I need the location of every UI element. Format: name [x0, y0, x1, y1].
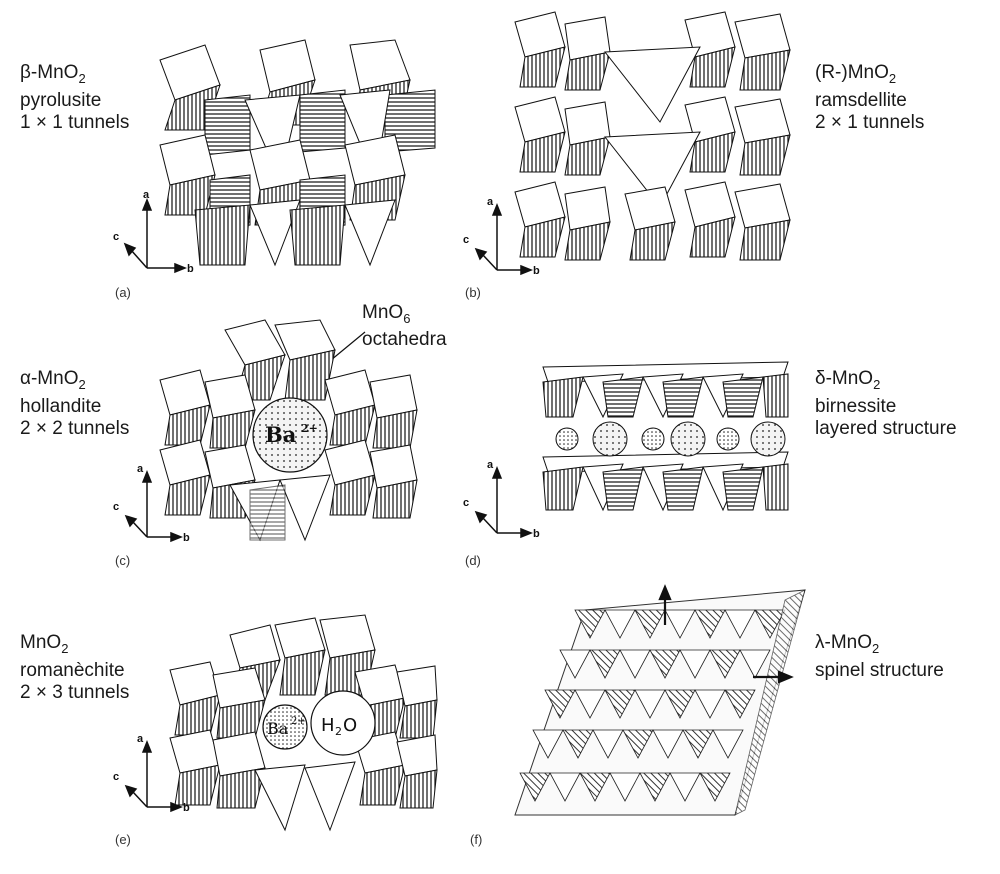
romanechite-structure: Ba 2+ H 2 O	[169, 614, 438, 832]
panel-e-mineral: romanèchite	[20, 659, 125, 681]
svg-text:a: a	[143, 189, 150, 201]
svg-text:a: a	[137, 463, 144, 475]
pyrolusite-structure	[159, 39, 436, 267]
svg-text:b: b	[533, 265, 540, 277]
svg-text:c: c	[113, 501, 119, 513]
panel-b-letter: (b)	[465, 285, 481, 300]
panel-d-mineral: birnessite	[815, 395, 897, 417]
panel-d-caption: δ-MnO2 birnessite layered structure	[815, 368, 957, 440]
panel-a-name: β-MnO2	[20, 62, 86, 86]
panel-a-mineral: pyrolusite	[20, 89, 102, 111]
panel-e-name: MnO2	[20, 632, 69, 656]
panel-d-letter: (d)	[465, 553, 481, 568]
panel-f-name: λ-MnO2	[815, 632, 880, 656]
svg-text:Ba: Ba	[265, 422, 297, 447]
panel-d-structure: layered structure	[815, 417, 957, 439]
axes-d: a b c	[463, 459, 540, 540]
svg-text:2: 2	[335, 725, 342, 738]
svg-text:a: a	[487, 196, 494, 208]
panel-a-tunnels: 1 × 1 tunnels	[20, 111, 130, 133]
panel-e-caption: MnO2 romanèchite 2 × 3 tunnels	[20, 632, 129, 704]
svg-text:b: b	[187, 263, 194, 275]
panel-e-letter: (e)	[115, 832, 131, 847]
svg-text:b: b	[183, 532, 190, 544]
ramsdellite-structure	[514, 11, 791, 261]
svg-text:O: O	[343, 715, 357, 736]
panel-b-tunnels: 2 × 1 tunnels	[815, 111, 925, 133]
svg-text:a: a	[487, 459, 494, 471]
svg-text:c: c	[113, 231, 119, 243]
panel-c-tunnels: 2 × 2 tunnels	[20, 417, 130, 439]
svg-text:a: a	[137, 733, 144, 745]
svg-text:2+: 2+	[291, 716, 306, 727]
svg-text:c: c	[113, 771, 119, 783]
axes-c: a b c	[113, 463, 190, 544]
axes-b: a b c	[463, 196, 540, 277]
panel-c-mineral: hollandite	[20, 395, 102, 417]
panel-c-name: α-MnO2	[20, 368, 86, 392]
svg-text:b: b	[533, 528, 540, 540]
panel-f-letter: (f)	[470, 832, 483, 847]
svg-text:H: H	[321, 715, 335, 736]
panel-b-caption: (R-)MnO2 ramsdellite 2 × 1 tunnels	[815, 62, 924, 134]
axes-e: a b c	[113, 733, 190, 814]
panel-a-caption: β-MnO2 pyrolusite 1 × 1 tunnels	[20, 62, 129, 134]
panel-d-name: δ-MnO2	[815, 368, 881, 392]
svg-text:2+: 2+	[301, 422, 318, 435]
svg-text:c: c	[463, 497, 469, 509]
callout-octahedra: octahedra	[362, 328, 447, 350]
octahedra-callout: MnO6 octahedra	[362, 302, 447, 350]
panel-f-caption: λ-MnO2 spinel structure	[815, 632, 944, 682]
panel-a-letter: (a)	[115, 285, 131, 300]
birnessite-structure	[542, 361, 789, 512]
callout-mno6: MnO6	[362, 302, 411, 326]
panel-b-name: (R-)MnO2	[815, 62, 897, 86]
panel-e-tunnels: 2 × 3 tunnels	[20, 681, 130, 703]
spinel-structure	[514, 584, 806, 816]
svg-text:b: b	[183, 802, 190, 814]
panel-f-structure: spinel structure	[815, 659, 944, 681]
svg-text:Ba: Ba	[267, 719, 289, 738]
svg-text:c: c	[463, 234, 469, 246]
hollandite-structure: Ba 2+	[159, 319, 418, 542]
panel-c-letter: (c)	[115, 553, 131, 568]
panel-b-mineral: ramsdellite	[815, 89, 907, 111]
panel-c-caption: α-MnO2 hollandite 2 × 2 tunnels	[20, 368, 129, 440]
axes-a: a b c	[113, 189, 194, 275]
